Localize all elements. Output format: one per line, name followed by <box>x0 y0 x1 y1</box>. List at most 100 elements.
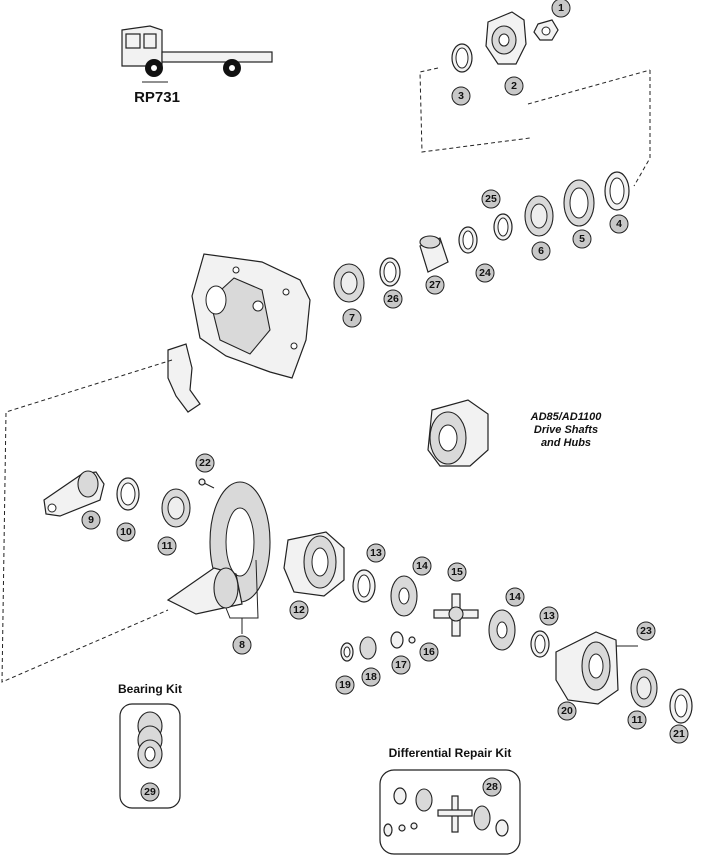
svg-text:13: 13 <box>543 610 555 622</box>
part-bearing-cup-4 <box>604 171 630 211</box>
svg-text:27: 27 <box>429 279 441 291</box>
repair-kit-title: Differential Repair Kit <box>389 746 512 760</box>
part-shim-26 <box>379 257 401 287</box>
callout-24: 24 <box>475 263 495 283</box>
svg-text:18: 18 <box>365 671 377 683</box>
part-bearing-11-left <box>161 488 191 528</box>
drive-note-line-1: AD85/AD1100 <box>530 411 603 423</box>
svg-text:17: 17 <box>395 659 407 671</box>
part-bearing-7 <box>333 263 365 303</box>
svg-text:6: 6 <box>538 245 544 257</box>
callout-18: 18 <box>361 667 381 687</box>
svg-text:9: 9 <box>88 514 94 526</box>
svg-text:22: 22 <box>199 457 211 469</box>
part-bolt-22 <box>198 478 215 489</box>
callout-11: 11 <box>627 710 647 730</box>
svg-text:3: 3 <box>458 90 464 102</box>
svg-text:16: 16 <box>423 646 435 658</box>
callout-13: 13 <box>366 543 386 563</box>
callout-10: 10 <box>116 522 136 542</box>
svg-text:25: 25 <box>485 193 497 205</box>
bearing-kit-title: Bearing Kit <box>118 682 182 696</box>
callout-22: 22 <box>195 453 215 473</box>
callout-26: 26 <box>383 289 403 309</box>
svg-text:5: 5 <box>579 233 585 245</box>
callout-23: 23 <box>636 621 656 641</box>
part-side-gear-14-left <box>390 575 418 617</box>
callout-4: 4 <box>609 214 629 234</box>
svg-text:24: 24 <box>479 267 491 279</box>
truck-icon <box>121 25 273 83</box>
part-spider <box>433 593 479 637</box>
repair-kit-image <box>383 787 509 837</box>
callout-19: 19 <box>335 675 355 695</box>
callout-8: 8 <box>232 635 252 655</box>
bearing-kit-image <box>137 711 163 769</box>
callout-13: 13 <box>539 606 559 626</box>
part-bearing-11-right <box>630 668 658 708</box>
callout-7: 7 <box>342 308 362 328</box>
callout-6: 6 <box>531 241 551 261</box>
part-shim-25 <box>493 213 513 241</box>
svg-text:1: 1 <box>558 2 564 14</box>
svg-text:7: 7 <box>349 312 355 324</box>
callout-12: 12 <box>289 600 309 620</box>
svg-text:2: 2 <box>511 80 517 92</box>
callout-14: 14 <box>505 587 525 607</box>
svg-text:26: 26 <box>387 293 399 305</box>
callout-1: 1 <box>551 0 571 18</box>
svg-text:11: 11 <box>161 540 172 552</box>
part-bushing-17 <box>390 631 404 649</box>
callout-16: 16 <box>419 642 439 662</box>
svg-text:4: 4 <box>616 218 622 230</box>
part-case-half-right <box>555 631 619 705</box>
drive-note-line-3: and Hubs <box>541 437 591 449</box>
svg-text:23: 23 <box>640 625 652 637</box>
part-carrier-housing <box>191 253 311 379</box>
part-bearing-cap <box>167 343 201 413</box>
vehicle-code: RP731 <box>134 89 180 106</box>
callout-2: 2 <box>504 76 524 96</box>
part-shim-24 <box>458 226 478 254</box>
part-pin-16 <box>408 636 416 644</box>
part-ring-pinion <box>166 481 271 634</box>
callout-9: 9 <box>81 510 101 530</box>
svg-text:13: 13 <box>370 547 382 559</box>
callout-15: 15 <box>447 562 467 582</box>
kit-callout-29: 29 <box>140 782 160 802</box>
svg-text:11: 11 <box>631 714 642 726</box>
svg-text:15: 15 <box>451 566 463 578</box>
svg-text:10: 10 <box>120 526 132 538</box>
svg-text:14: 14 <box>509 591 521 603</box>
svg-text:28: 28 <box>486 781 498 793</box>
svg-text:19: 19 <box>339 679 351 691</box>
svg-text:29: 29 <box>144 786 156 798</box>
drive-note-line-2: Drive Shafts <box>534 424 598 436</box>
part-bearing-5 <box>563 179 595 227</box>
callout-17: 17 <box>391 655 411 675</box>
svg-text:20: 20 <box>561 705 573 717</box>
part-seal <box>451 43 473 73</box>
svg-text:8: 8 <box>239 639 245 651</box>
svg-text:21: 21 <box>673 728 685 740</box>
part-pinion-flange <box>43 470 105 517</box>
callout-layer: 1234567891011111213131414151617181920212… <box>81 0 689 802</box>
part-hub <box>427 399 489 467</box>
part-pinion-gear-18 <box>359 636 377 660</box>
svg-text:12: 12 <box>293 604 305 616</box>
part-spacer-sleeve <box>419 235 449 273</box>
part-bearing-6 <box>524 195 554 237</box>
part-flange-yoke <box>485 11 527 65</box>
part-side-gear-14-right <box>488 609 516 651</box>
part-thrust-washer-13-left <box>352 569 376 603</box>
callout-11: 11 <box>157 536 177 556</box>
callout-27: 27 <box>425 275 445 295</box>
part-seal-10 <box>116 477 140 511</box>
callout-3: 3 <box>451 86 471 106</box>
svg-text:14: 14 <box>416 560 428 572</box>
callout-21: 21 <box>669 724 689 744</box>
callout-20: 20 <box>557 701 577 721</box>
callout-5: 5 <box>572 229 592 249</box>
part-thrust-washer-13-right <box>530 630 550 658</box>
